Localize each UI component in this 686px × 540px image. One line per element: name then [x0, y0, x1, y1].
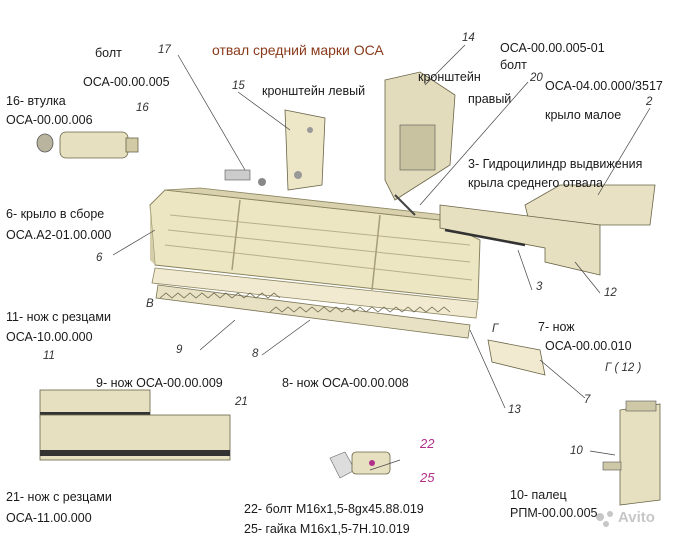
section-mark-g12: Г ( 12 ) — [605, 362, 642, 374]
label-item21-code: ОСА-11.00.000 — [6, 511, 92, 525]
bracket-right-14 — [384, 71, 456, 216]
callout-14: 14 — [462, 32, 475, 44]
label-item21: 21- нож с резцами — [6, 490, 112, 504]
bolt-17 — [224, 169, 266, 186]
section-mark-b: В — [146, 298, 154, 310]
label-item16: 16- втулка — [6, 94, 66, 108]
label-item7-code: ОСА-00.00.010 — [545, 339, 632, 353]
label-bolt-top: болт — [95, 46, 122, 60]
label-item3-line2: крыла среднего отвала — [468, 176, 603, 190]
callout-6: 6 — [96, 252, 103, 264]
avito-watermark-logo — [596, 511, 613, 527]
knife-21 — [39, 414, 231, 461]
label-item16-code: ОСА-00.00.006 — [6, 113, 93, 127]
label-code-005-01: ОСА-00.00.005-01 — [500, 41, 605, 55]
label-item25: 25- гайка М16х1,5-7Н.10.019 — [244, 522, 410, 536]
label-item11-code: ОСА-10.00.000 — [6, 330, 93, 344]
label-bolt-right: болт — [500, 58, 527, 72]
avito-watermark: Avito — [618, 509, 655, 526]
bracket-left-15 — [284, 109, 326, 191]
label-item6: 6- крыло в сборе — [6, 207, 105, 221]
callout-17: 17 — [158, 44, 171, 56]
knife-11 — [39, 389, 151, 419]
label-item10-code: РПМ-00.00.005 — [510, 506, 598, 520]
label-bracket-left: кронштейн левый — [262, 84, 366, 98]
section-mark-g: Г — [492, 323, 499, 335]
label-item22: 22- болт М16х1,5-8gх45.88.019 — [244, 502, 424, 516]
label-item8: 8- нож ОСА-00.00.008 — [282, 376, 409, 390]
callout-7: 7 — [584, 394, 591, 406]
label-item10: 10- палец — [510, 488, 567, 502]
callout-16: 16 — [136, 102, 149, 114]
callout-8: 8 — [252, 348, 259, 360]
callout-20: 20 — [530, 72, 543, 84]
label-item7: 7- нож — [538, 320, 575, 334]
callout-9: 9 — [176, 344, 183, 356]
pin-10 — [602, 400, 661, 506]
label-item9: 9- нож ОСА-00.00.009 — [96, 376, 223, 390]
bottom-knife-strip — [151, 267, 479, 339]
callout-10: 10 — [570, 445, 583, 457]
callout-11: 11 — [43, 350, 55, 362]
callout-2: 2 — [646, 96, 653, 108]
callout-12: 12 — [604, 287, 617, 299]
callout-25: 25 — [420, 470, 435, 485]
callout-13: 13 — [508, 404, 521, 416]
knife-7 — [487, 339, 546, 376]
bushing-16 — [36, 131, 139, 159]
label-item3-line1: 3- Гидроцилиндр выдвижения — [468, 157, 643, 171]
frame-12 — [439, 204, 601, 276]
label-item6-code: ОСА.А2-01.00.000 — [6, 228, 112, 242]
callout-3: 3 — [536, 281, 543, 293]
label-bolt-top-code: ОСА-00.00.005 — [83, 75, 170, 89]
label-bracket-right: правый — [468, 92, 512, 106]
diagram-title: отвал средний марки ОСА — [212, 42, 384, 58]
callout-15: 15 — [232, 80, 245, 92]
leader-lines — [112, 44, 651, 471]
bolt-22-nut-25 — [329, 451, 391, 479]
label-bracket: кронштейн — [418, 70, 481, 84]
label-wing-small: крыло малое — [545, 108, 622, 122]
callout-21: 21 — [235, 396, 248, 408]
main-blade — [149, 187, 481, 301]
label-item11: 11- нож с резцами — [6, 310, 111, 324]
callout-22: 22 — [420, 436, 435, 451]
label-code-3517: ОСА-04.00.000/3517 — [545, 79, 663, 93]
